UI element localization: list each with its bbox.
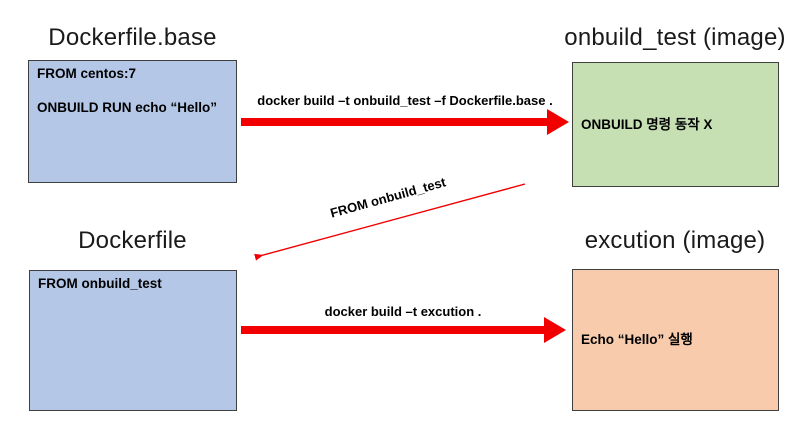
build-excution-label: docker build –t excution . (324, 304, 482, 319)
excution-body-text: Echo “Hello” 실행 (581, 332, 693, 347)
onbuild-test-title: onbuild_test (image) (564, 24, 786, 51)
dockerfile-title: Dockerfile (78, 227, 187, 254)
dockerfile-base-box: FROM centos:7 ONBUILD RUN echo “Hello” (28, 60, 237, 183)
excution-box: Echo “Hello” 실행 (572, 269, 779, 411)
onbuild-test-body-text: ONBUILD 명령 동작 X (581, 116, 713, 132)
dockerfile-line-from: FROM onbuild_test (38, 276, 162, 291)
dockerfile-base-line-from: FROM centos:7 (37, 66, 137, 81)
dockerfile-box: FROM onbuild_test (29, 270, 237, 411)
from-onbuild-test-label: FROM onbuild_test (328, 174, 448, 221)
build-onbuild-test-arrowhead-icon (547, 109, 569, 135)
excution-title: excution (image) (584, 227, 766, 254)
build-excution-arrowhead-icon (544, 317, 566, 343)
build-excution-arrow-shaft (241, 326, 544, 334)
dockerfile-base-title: Dockerfile.base (48, 24, 217, 51)
build-onbuild-test-label: docker build –t onbuild_test –f Dockerfi… (257, 93, 553, 108)
onbuild-test-box: ONBUILD 명령 동작 X (572, 62, 779, 187)
dockerfile-base-line-onbuild: ONBUILD RUN echo “Hello” (37, 100, 218, 115)
build-onbuild-test-arrow-shaft (241, 118, 547, 126)
